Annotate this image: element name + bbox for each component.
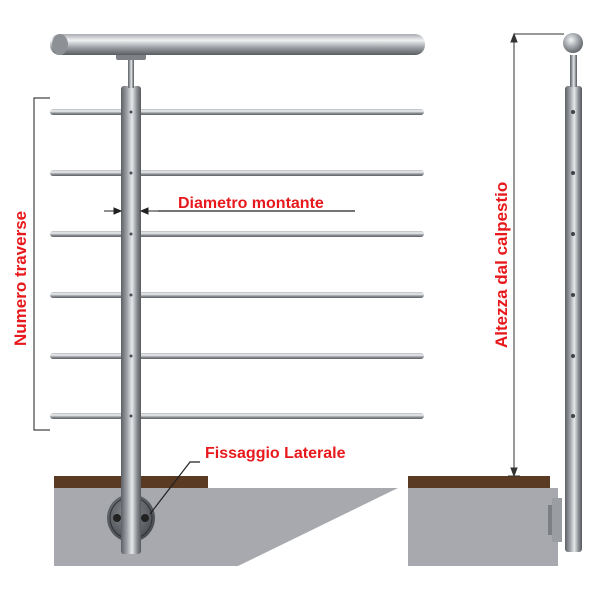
ground-slab-side <box>408 488 558 566</box>
diameter-dimension <box>104 207 355 215</box>
rail-connector-front <box>128 60 134 88</box>
handrail-front <box>50 34 425 55</box>
post-holes-side <box>571 110 575 418</box>
wood-step-side <box>408 476 550 488</box>
traverse-count-bracket <box>33 97 50 431</box>
fixing-leader-line <box>149 461 200 515</box>
post-holes-front <box>129 110 133 418</box>
traverse-rod <box>50 170 424 176</box>
ground-slab-front <box>54 488 398 566</box>
traverse-rod <box>50 109 424 115</box>
label-fissaggio-laterale: Fissaggio Laterale <box>205 445 346 462</box>
label-numero-traverse: Numero traverse <box>11 211 30 346</box>
label-diametro-montante: Diametro montante <box>178 195 324 212</box>
traverse-rod <box>50 231 424 237</box>
post-side <box>565 86 582 552</box>
traverse-rod <box>50 353 424 359</box>
handrail-section-ball <box>563 33 583 53</box>
traverse-rod <box>50 413 424 419</box>
label-altezza-calpestio: Altezza dal calpestio <box>492 182 511 348</box>
traverse-rod <box>50 292 424 298</box>
lateral-fixing-plate <box>107 494 155 554</box>
post-front <box>121 86 141 554</box>
height-dimension <box>508 32 564 478</box>
traverse-group <box>50 109 424 419</box>
